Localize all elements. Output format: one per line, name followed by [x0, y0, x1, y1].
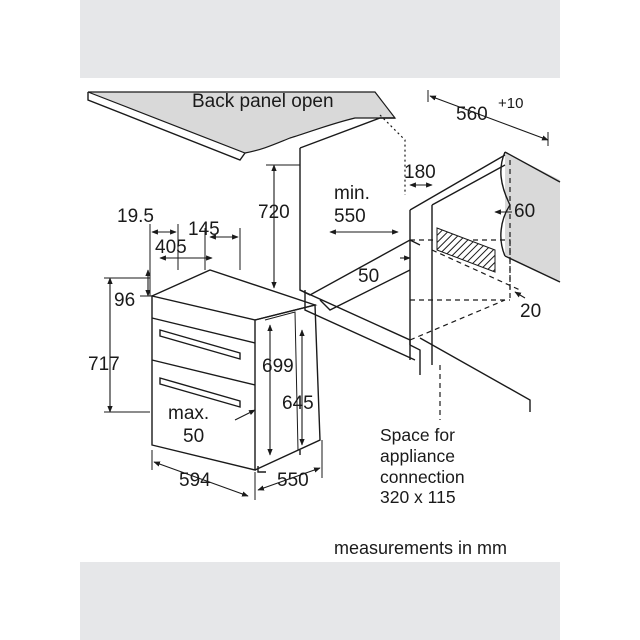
label-560: 560 [456, 104, 488, 125]
hidden-line-3 [431, 249, 521, 291]
cabinet-top-back [299, 117, 395, 149]
oven-side [254, 304, 321, 471]
label-50b: 50 [183, 426, 204, 447]
label-96: 96 [114, 290, 135, 311]
right-wall [505, 152, 560, 282]
label-645: 645 [282, 393, 314, 414]
label-19-5: 19.5 [117, 206, 154, 227]
label-405: 405 [155, 237, 187, 258]
connection-area [436, 227, 496, 273]
label-max: max. [168, 403, 209, 424]
label-699: 699 [262, 356, 294, 377]
label-550a: 550 [334, 206, 366, 227]
label-units: measurements in mm [334, 538, 507, 558]
label-50a: 50 [358, 266, 379, 287]
extension-lines-bottom [151, 440, 323, 500]
label-space-1: Space for [380, 425, 455, 445]
oven-upper-handle[interactable] [159, 329, 241, 360]
label-min: min. [334, 183, 370, 204]
label-720: 720 [258, 202, 290, 223]
worktop-edge [87, 92, 246, 161]
label-550b: 550 [277, 470, 309, 491]
label-space-2: appliance [380, 446, 455, 466]
label-60: 60 [514, 201, 535, 222]
dim-560-arrow [429, 95, 549, 141]
label-space-3: connection [380, 467, 465, 487]
cabinet-shelf-front [319, 269, 411, 311]
cabinet-left-side [299, 148, 411, 360]
cabinet-right-side [431, 164, 506, 365]
label-20: 20 [520, 301, 541, 322]
label-717: 717 [88, 354, 120, 375]
oven-top [151, 269, 318, 321]
back-panel-dotted [379, 114, 406, 195]
cabinet-base [304, 290, 416, 361]
oven-upper-door-bottom [151, 359, 256, 386]
label-180: 180 [404, 162, 436, 183]
extension-lines-top [266, 90, 549, 166]
oven-lower-handle[interactable] [159, 377, 241, 408]
dim-20-arrow [514, 291, 526, 299]
label-back-panel: Back panel open [192, 91, 334, 112]
right-wall-top [504, 151, 561, 183]
hidden-line-4 [409, 299, 506, 341]
label-594: 594 [179, 470, 211, 491]
cabinet-foot [409, 344, 421, 375]
bottom-grey-band [80, 562, 560, 640]
worktop [87, 91, 397, 154]
dim-550b-arrow [257, 467, 321, 491]
dim-594-arrow [153, 461, 249, 497]
label-space-4: 320 x 115 [380, 487, 456, 507]
label-145: 145 [188, 219, 220, 240]
right-wall-bottom [504, 255, 561, 283]
dim-max-arrow [234, 409, 256, 421]
cabinet-top-right [409, 154, 506, 211]
floor-right-edge [419, 337, 531, 412]
oven-foot [257, 450, 301, 473]
extension-lines-left [104, 224, 241, 413]
oven-control-panel [151, 317, 256, 344]
oven-side-inner [264, 311, 299, 451]
top-grey-band [80, 0, 560, 78]
label-560-sup: +10 [498, 95, 523, 112]
